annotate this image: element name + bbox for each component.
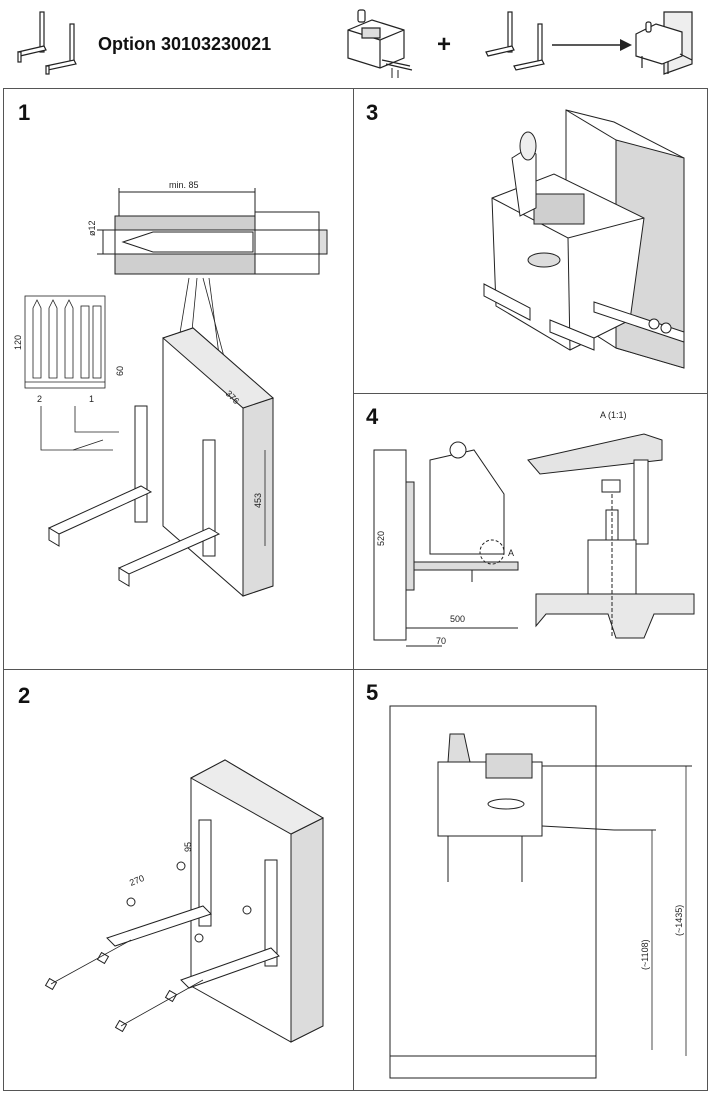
dim-1435: (~1435) bbox=[674, 905, 684, 936]
wall-brackets bbox=[47, 405, 221, 587]
arrow-right-icon bbox=[552, 39, 632, 51]
dim-95: 95 bbox=[183, 842, 193, 852]
diagram-grid bbox=[3, 88, 708, 1091]
step-number-3: 3 bbox=[366, 100, 379, 125]
step-number-1: 1 bbox=[18, 100, 31, 125]
wall-block bbox=[162, 327, 274, 597]
dim-270: 270 bbox=[128, 873, 146, 888]
grid-divider-right-2 bbox=[353, 669, 708, 670]
dim-60: 60 bbox=[115, 366, 125, 376]
dim-500: 500 bbox=[450, 614, 465, 624]
mark-A: A bbox=[508, 548, 514, 558]
assembled-unit-icon bbox=[635, 11, 693, 75]
detail-A-label: A (1:1) bbox=[600, 410, 627, 420]
step-number-2: 2 bbox=[18, 683, 31, 708]
plus-sign: + bbox=[437, 31, 452, 58]
drill-hole-section bbox=[97, 188, 328, 275]
pump-unit-icon bbox=[347, 9, 413, 78]
dim-120: 120 bbox=[13, 335, 23, 350]
label-1: 1 bbox=[89, 394, 94, 404]
detail-A bbox=[527, 433, 695, 639]
panel-3-mounted-unit bbox=[483, 109, 685, 369]
panel-4-side-view: 520 500 70 A A (1:1) bbox=[373, 410, 695, 647]
bracket-pair-icon-2 bbox=[485, 11, 545, 71]
dim-453: 453 bbox=[253, 493, 263, 508]
label-2: 2 bbox=[37, 394, 42, 404]
grid-divider-right-1 bbox=[353, 393, 708, 394]
dim-min85: min. 85 bbox=[169, 180, 199, 190]
header: Option 30103230021 + bbox=[0, 0, 715, 86]
panel-5-front-view: (~1435) (~1108) bbox=[389, 705, 692, 1079]
panel-1-drilling-diagram: min. 85 ø12 120 60 376 453 bbox=[13, 180, 328, 597]
dim-1108: (~1108) bbox=[640, 939, 650, 970]
option-title: Option 30103230021 bbox=[98, 34, 272, 54]
panel-2-bracket-assembly: 270 95 bbox=[44, 759, 325, 1043]
grid-divider-vertical bbox=[353, 88, 354, 1091]
dim-dia12: ø12 bbox=[87, 220, 97, 236]
grid-divider-left bbox=[3, 669, 353, 670]
bracket-pair-icon bbox=[17, 11, 77, 75]
dim-70: 70 bbox=[436, 636, 446, 646]
step-number-5: 5 bbox=[366, 680, 379, 705]
dowel-detail bbox=[24, 295, 106, 389]
dim-520: 520 bbox=[376, 531, 386, 546]
step-number-4: 4 bbox=[366, 404, 379, 429]
